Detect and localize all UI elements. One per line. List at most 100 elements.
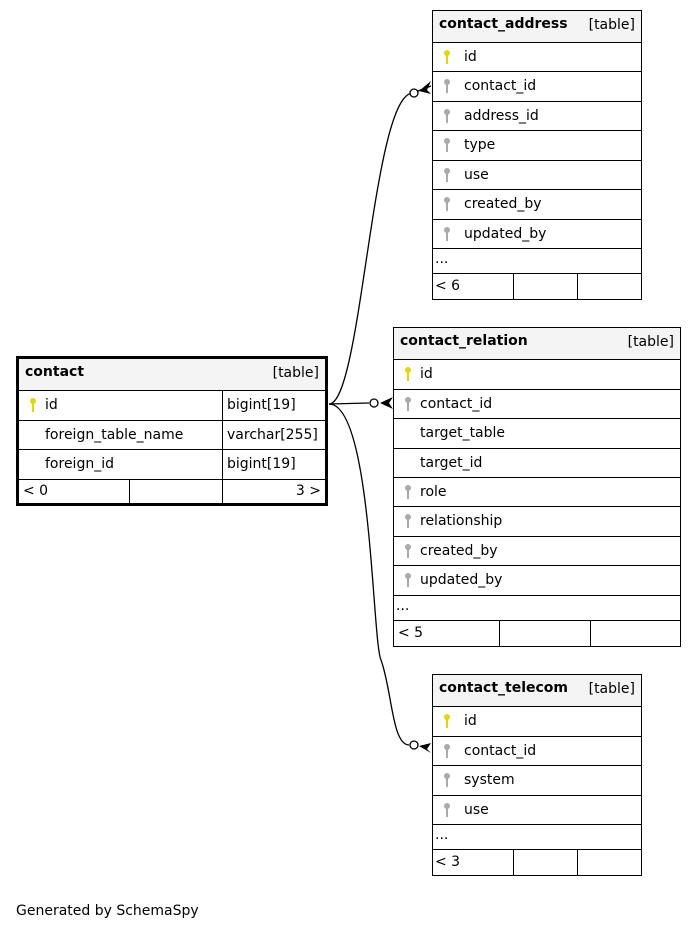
foreign-key-icon — [404, 572, 412, 588]
table-type-label: [table] — [272, 365, 319, 381]
ellipsis-text: ... — [435, 827, 449, 843]
table-header: contact [table] — [19, 359, 325, 390]
column-name: relationship — [420, 513, 503, 529]
table-name[interactable]: contact_relation — [400, 333, 528, 349]
foreign-key-icon — [443, 196, 451, 212]
column-name: created_by — [464, 196, 542, 212]
column-row-created-by[interactable]: created_by — [394, 536, 680, 565]
table-contact[interactable]: contact [table] id bigint[19] foreign_ta… — [16, 356, 328, 506]
table-footer-row: < 0 3 > — [19, 479, 325, 503]
column-row-relationship[interactable]: relationship — [394, 506, 680, 536]
table-footer-row: < 6 — [433, 273, 641, 299]
column-row-contact-id[interactable]: contact_id — [433, 736, 641, 765]
column-name: contact_id — [464, 743, 537, 759]
crowfoot-circle-contact-address — [409, 88, 419, 98]
column-row-updated-by[interactable]: updated_by — [433, 219, 641, 248]
column-row-id[interactable]: id — [394, 359, 680, 389]
foreign-key-icon — [443, 802, 451, 818]
crowfoot-circle-contact-telecom — [409, 740, 419, 750]
parents-count[interactable]: < 6 — [435, 278, 461, 294]
table-name[interactable]: contact — [25, 364, 85, 380]
column-row-id[interactable]: id bigint[19] — [19, 390, 325, 420]
column-row-created-by[interactable]: created_by — [433, 189, 641, 219]
primary-key-icon — [443, 49, 451, 65]
column-row-use[interactable]: use — [433, 160, 641, 189]
ellipsis-row: ... — [433, 248, 641, 273]
table-contact-address[interactable]: contact_address [table] id contact_id ad… — [432, 10, 642, 300]
column-row-foreign-id[interactable]: foreign_id bigint[19] — [19, 449, 325, 479]
parents-count[interactable]: < 3 — [435, 854, 461, 870]
ellipsis-row: ... — [433, 824, 641, 849]
table-type-label: [table] — [588, 681, 635, 697]
column-name: updated_by — [420, 572, 503, 588]
column-type: varchar[255] — [227, 427, 318, 443]
foreign-key-icon — [443, 743, 451, 759]
column-row-contact-id[interactable]: contact_id — [433, 71, 641, 101]
table-header: contact_telecom [table] — [433, 675, 641, 706]
column-name: foreign_table_name — [45, 427, 184, 443]
table-type-label: [table] — [627, 334, 674, 350]
foreign-key-icon — [443, 78, 451, 94]
column-name: id — [420, 366, 433, 382]
column-row-id[interactable]: id — [433, 42, 641, 71]
primary-key-icon — [404, 366, 412, 382]
column-row-target-table[interactable]: target_table — [394, 418, 680, 448]
table-header: contact_address [table] — [433, 11, 641, 42]
crowfoot-contact-telecom — [419, 743, 431, 753]
foreign-key-icon — [443, 108, 451, 124]
primary-key-icon — [443, 713, 451, 729]
column-name: target_id — [420, 455, 483, 471]
foreign-key-icon — [443, 137, 451, 153]
column-name: use — [464, 167, 489, 183]
table-name[interactable]: contact_address — [439, 16, 568, 32]
column-name: target_table — [420, 425, 506, 441]
column-row-contact-id[interactable]: contact_id — [394, 389, 680, 418]
column-name: id — [45, 397, 58, 413]
table-footer-row: < 3 — [433, 849, 641, 875]
table-contact-relation[interactable]: contact_relation [table] id contact_id t… — [393, 327, 681, 647]
parents-count[interactable]: < 5 — [398, 625, 424, 641]
column-name: role — [420, 484, 447, 500]
column-name: foreign_id — [45, 456, 114, 472]
foreign-key-icon — [404, 484, 412, 500]
foreign-key-icon — [443, 772, 451, 788]
column-row-foreign-table-name[interactable]: foreign_table_name varchar[255] — [19, 420, 325, 449]
column-name: use — [464, 802, 489, 818]
column-type: bigint[19] — [227, 397, 296, 413]
column-name: updated_by — [464, 226, 547, 242]
crowfoot-contact-relation — [380, 397, 393, 409]
column-name: contact_id — [420, 396, 493, 412]
column-row-system[interactable]: system — [433, 765, 641, 795]
column-row-updated-by[interactable]: updated_by — [394, 565, 680, 595]
foreign-key-icon — [404, 513, 412, 529]
crowfoot-circle-contact-relation — [369, 398, 379, 408]
column-name: type — [464, 137, 496, 153]
table-contact-telecom[interactable]: contact_telecom [table] id contact_id sy… — [432, 674, 642, 876]
column-row-role[interactable]: role — [394, 477, 680, 506]
column-row-target-id[interactable]: target_id — [394, 448, 680, 477]
table-header: contact_relation [table] — [394, 328, 680, 359]
column-row-id[interactable]: id — [433, 706, 641, 736]
ellipsis-text: ... — [396, 598, 410, 614]
ellipsis-text: ... — [435, 251, 449, 267]
column-name: contact_id — [464, 78, 537, 94]
table-name[interactable]: contact_telecom — [439, 680, 569, 696]
children-count[interactable]: 3 > — [295, 483, 321, 499]
column-name: address_id — [464, 108, 539, 124]
crowfoot-contact-address — [419, 81, 431, 94]
column-row-type[interactable]: type — [433, 130, 641, 160]
column-type: bigint[19] — [227, 456, 296, 472]
parents-count[interactable]: < 0 — [23, 483, 49, 499]
column-row-address-id[interactable]: address_id — [433, 101, 641, 130]
foreign-key-icon — [443, 167, 451, 183]
column-row-use[interactable]: use — [433, 795, 641, 824]
table-footer-row: < 5 — [394, 620, 680, 646]
primary-key-icon — [29, 397, 37, 413]
column-name: id — [464, 713, 477, 729]
column-name: created_by — [420, 543, 498, 559]
column-name: system — [464, 772, 515, 788]
foreign-key-icon — [443, 226, 451, 242]
ellipsis-row: ... — [394, 595, 680, 620]
connector-contact-to-contact-relation — [328, 402, 370, 405]
table-type-label: [table] — [588, 17, 635, 33]
